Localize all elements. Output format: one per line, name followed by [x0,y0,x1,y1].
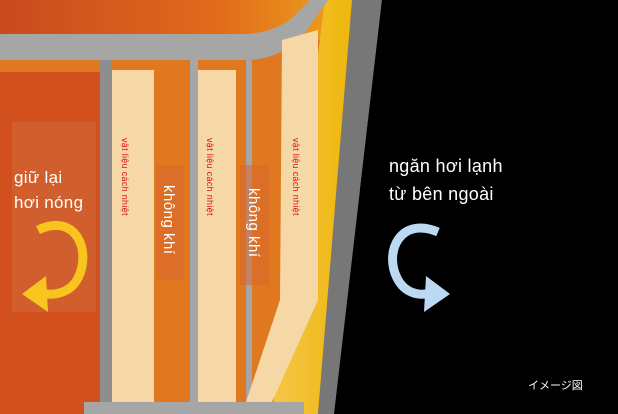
insulation-strip-1 [112,70,154,402]
inner-highlight [12,122,96,312]
air-label-2: không khí [245,188,262,258]
inner-label-line-1: giữ lại [14,168,63,187]
insulation-strip-3 [246,30,318,402]
inner-label: giữ lại hơi nóng [14,165,83,215]
frame-mid-leg [190,60,198,414]
frame-bottom [84,402,304,414]
outer-shell-edge [318,0,382,414]
air-label-1: không khí [160,185,177,255]
image-caption: イメージ図 [528,380,583,392]
insulation-label-2: vật liệu cách nhiệt [205,138,215,216]
outer-label: ngăn hơi lạnh từ bên ngoài [389,152,503,208]
outer-label-line-2: từ bên ngoài [389,184,494,204]
outer-label-line-1: ngăn hơi lạnh [389,156,503,176]
frame-top [0,0,328,60]
air-gap-2 [240,165,270,285]
curved-arrow-icon [22,220,88,312]
outside-area [334,0,618,414]
inner-label-line-2: hơi nóng [14,193,84,212]
curved-arrow-icon [388,223,450,312]
insulation-label-1: vật liệu cách nhiệt [120,138,130,216]
insulation-label-3: vật liệu cách nhiệt [291,138,301,216]
frame-left-leg [100,60,112,414]
insulation-strip-2 [198,70,236,402]
air-gap-1 [156,165,184,280]
